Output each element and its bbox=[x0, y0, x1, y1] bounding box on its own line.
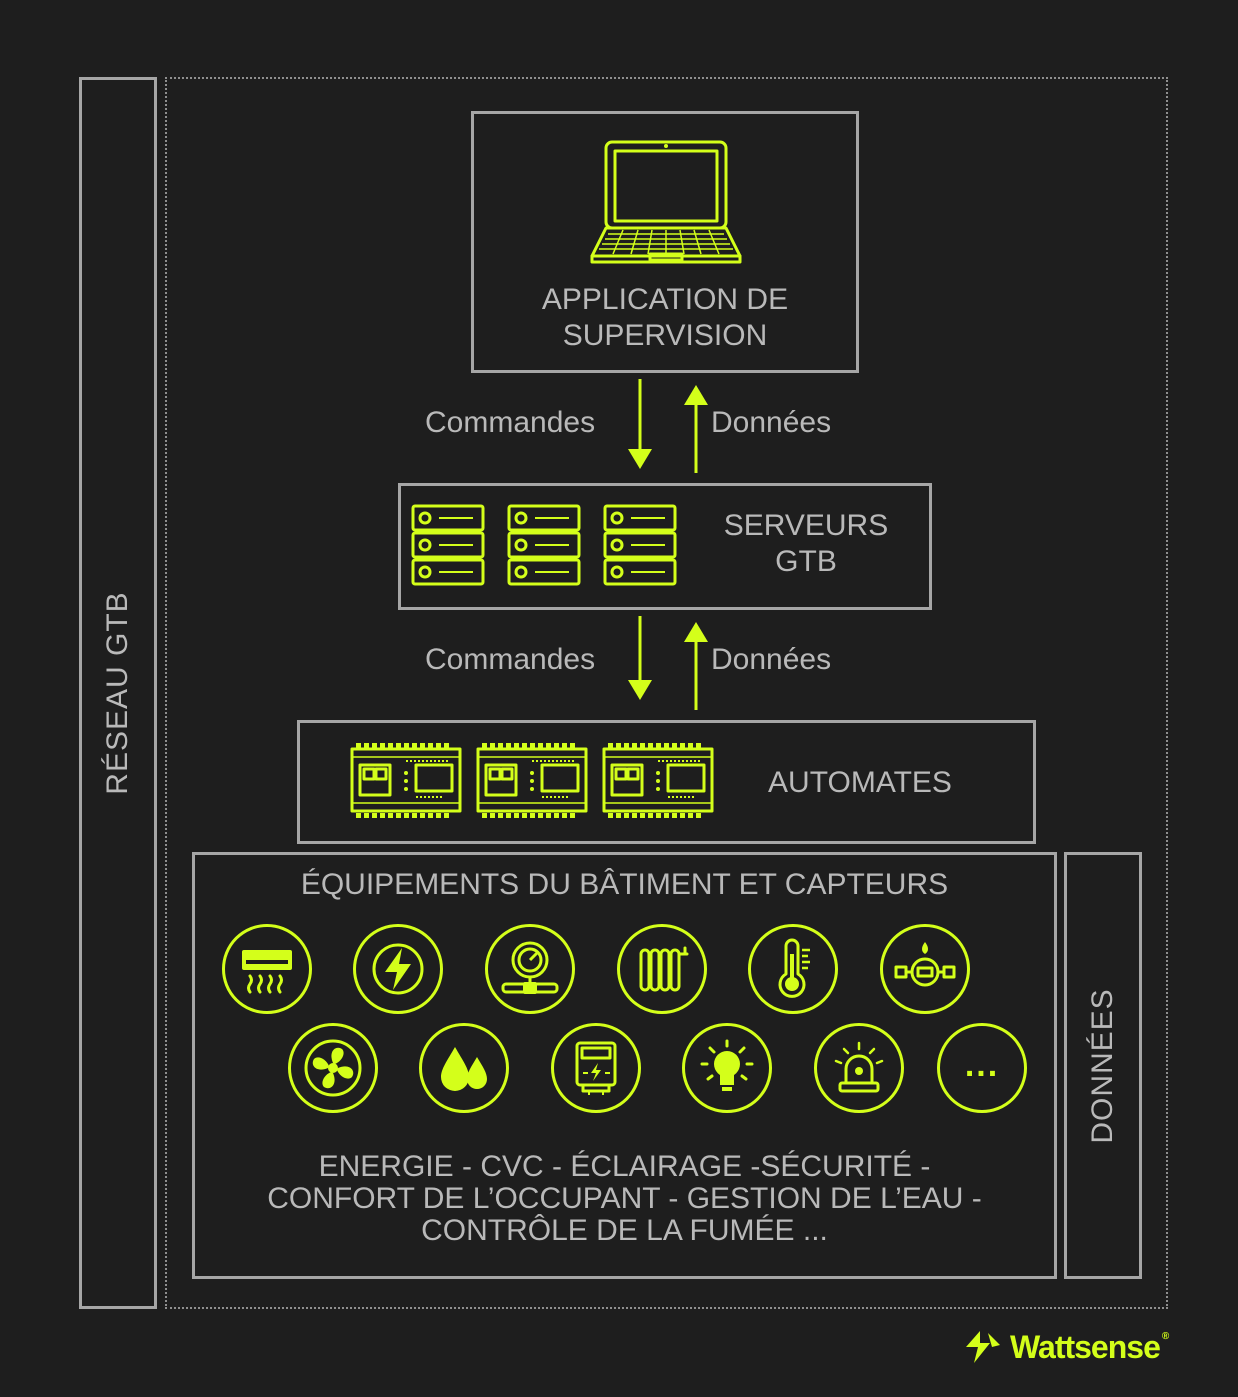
data-panel: DONNÉES bbox=[1064, 852, 1142, 1279]
gtb-servers-box: SERVEURS GTB bbox=[398, 483, 932, 610]
fan-icon bbox=[288, 1023, 378, 1113]
electric-meter-icon bbox=[551, 1023, 641, 1113]
servers-title-line2: GTB bbox=[775, 545, 837, 578]
gtb-network-frame bbox=[165, 77, 1168, 1309]
data-side-label: DONNÉES bbox=[1086, 987, 1119, 1144]
brand-name: Wattsense bbox=[1010, 1328, 1161, 1365]
plc-devices-icon bbox=[350, 741, 714, 820]
air-conditioner-icon bbox=[222, 924, 312, 1014]
servers-title-line1: SERVEURS bbox=[723, 509, 889, 542]
supervision-title-line1: APPLICATION DE bbox=[541, 283, 789, 316]
flow-arrows-top bbox=[628, 379, 708, 473]
plc-title: AUTOMATES bbox=[768, 766, 952, 799]
plc-box: AUTOMATES bbox=[297, 720, 1036, 844]
categories-line1: ENERGIE - CVC - ÉCLAIRAGE -SÉCURITÉ - bbox=[318, 1150, 931, 1183]
wattsense-logo: Wattsense® bbox=[962, 1327, 1169, 1367]
water-meter-icon bbox=[880, 924, 970, 1014]
gtb-network-panel: RÉSEAU GTB bbox=[79, 77, 157, 1309]
commands-label-top: Commandes bbox=[425, 406, 596, 439]
water-drops-icon bbox=[419, 1023, 509, 1113]
light-bulb-icon bbox=[682, 1023, 772, 1113]
data-label-bottom: Données bbox=[711, 643, 832, 676]
more-text: ... bbox=[964, 1046, 1000, 1084]
flow-arrows-bottom bbox=[628, 616, 708, 710]
wattsense-logo-icon bbox=[966, 1331, 1000, 1363]
radiator-icon bbox=[617, 924, 707, 1014]
supervision-title-line2: SUPERVISION bbox=[562, 319, 768, 352]
alarm-light-icon bbox=[814, 1023, 904, 1113]
energy-bolt-icon bbox=[353, 924, 443, 1014]
brand-registered-mark: ® bbox=[1161, 1331, 1169, 1342]
laptop-icon bbox=[590, 140, 742, 264]
equipment-box: ÉQUIPEMENTS DU BÂTIMENT ET CAPTEURS bbox=[192, 852, 1057, 1279]
categories-line3: CONTRÔLE DE LA FUMÉE ... bbox=[421, 1214, 828, 1247]
equipment-title: ÉQUIPEMENTS DU BÂTIMENT ET CAPTEURS bbox=[300, 868, 949, 901]
commands-label-bottom: Commandes bbox=[425, 643, 596, 676]
data-label-top: Données bbox=[711, 406, 832, 439]
pressure-gauge-icon bbox=[485, 924, 575, 1014]
gtb-network-label: RÉSEAU GTB bbox=[101, 591, 134, 795]
thermometer-icon bbox=[748, 924, 838, 1014]
more-icon: ... bbox=[937, 1023, 1027, 1113]
categories-line2: CONFORT DE L’OCCUPANT - GESTION DE L’EAU… bbox=[267, 1182, 982, 1215]
supervision-app-box: APPLICATION DE SUPERVISION bbox=[471, 111, 859, 373]
server-racks-icon bbox=[411, 504, 677, 586]
